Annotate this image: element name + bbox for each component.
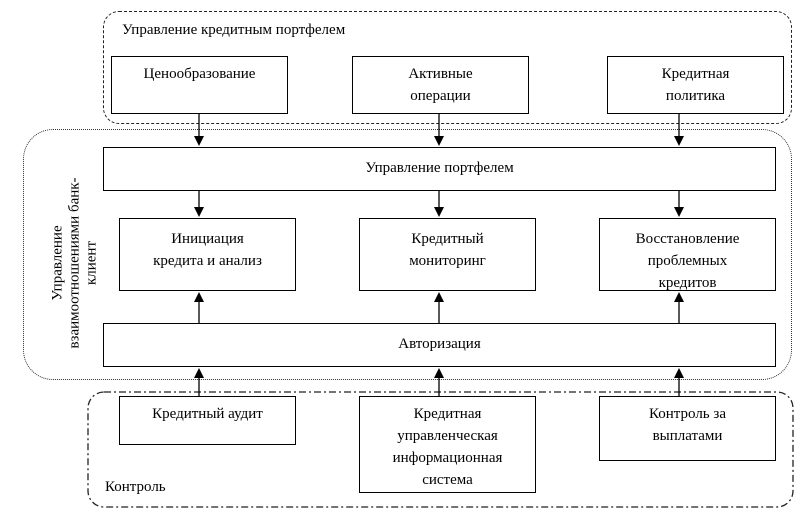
box-payment-control: Контроль за выплатами	[599, 396, 776, 461]
box-text: Кредитный	[411, 231, 484, 247]
box-text: система	[422, 472, 473, 488]
box-authorization: Авторизация	[103, 323, 776, 367]
box-credit-policy: Кредитная политика	[607, 56, 784, 114]
box-text: Восстановление	[635, 231, 740, 247]
box-text: Активные	[408, 66, 473, 82]
box-text: политика	[665, 88, 726, 104]
box-credit-management-information-system: Кредитная управленческая информационная …	[359, 396, 536, 493]
box-text: мониторинг	[409, 253, 486, 269]
box-portfolio-management: Управление портфелем	[103, 147, 776, 191]
box-text: Кредитная	[661, 66, 730, 82]
box-text: кредита и анализ	[153, 253, 262, 269]
box-text: Ценообразование	[143, 66, 256, 82]
vlabel-line: Управление	[49, 224, 66, 301]
box-text: управленческая	[397, 428, 498, 444]
box-text: информационная	[392, 450, 503, 466]
box-credit-monitoring: Кредитный мониторинг	[359, 218, 536, 291]
box-credit-audit: Кредитный аудит	[119, 396, 296, 445]
box-text: Управление портфелем	[365, 160, 514, 176]
box-text: Авторизация	[398, 336, 481, 352]
box-text: Инициация	[171, 231, 244, 247]
box-pricing: Ценообразование	[111, 56, 288, 114]
box-active-operations: Активные операции	[352, 56, 529, 114]
box-text: Кредитный аудит	[152, 406, 263, 422]
group-control	[87, 391, 794, 508]
box-text: выплатами	[652, 428, 723, 444]
box-credit-initiation-analysis: Инициация кредита и анализ	[119, 218, 296, 291]
control-group-border	[87, 391, 794, 508]
group-bank-client-relationship-management	[23, 129, 792, 380]
vlabel-line: взаимоотношениями банк-	[66, 176, 83, 349]
box-text: проблемных	[647, 253, 728, 269]
box-text: операции	[410, 88, 471, 104]
group-label-control: Контроль	[105, 479, 166, 495]
box-text: Контроль за	[649, 406, 726, 422]
box-text: кредитов	[658, 275, 717, 291]
box-problem-loan-recovery: Восстановление проблемных кредитов	[599, 218, 776, 291]
group-label-credit-portfolio-management: Управление кредитным портфелем	[122, 22, 346, 38]
group-credit-portfolio-management	[103, 11, 792, 124]
box-text: Кредитная	[413, 406, 482, 422]
vlabel-line: клиент	[83, 240, 100, 285]
